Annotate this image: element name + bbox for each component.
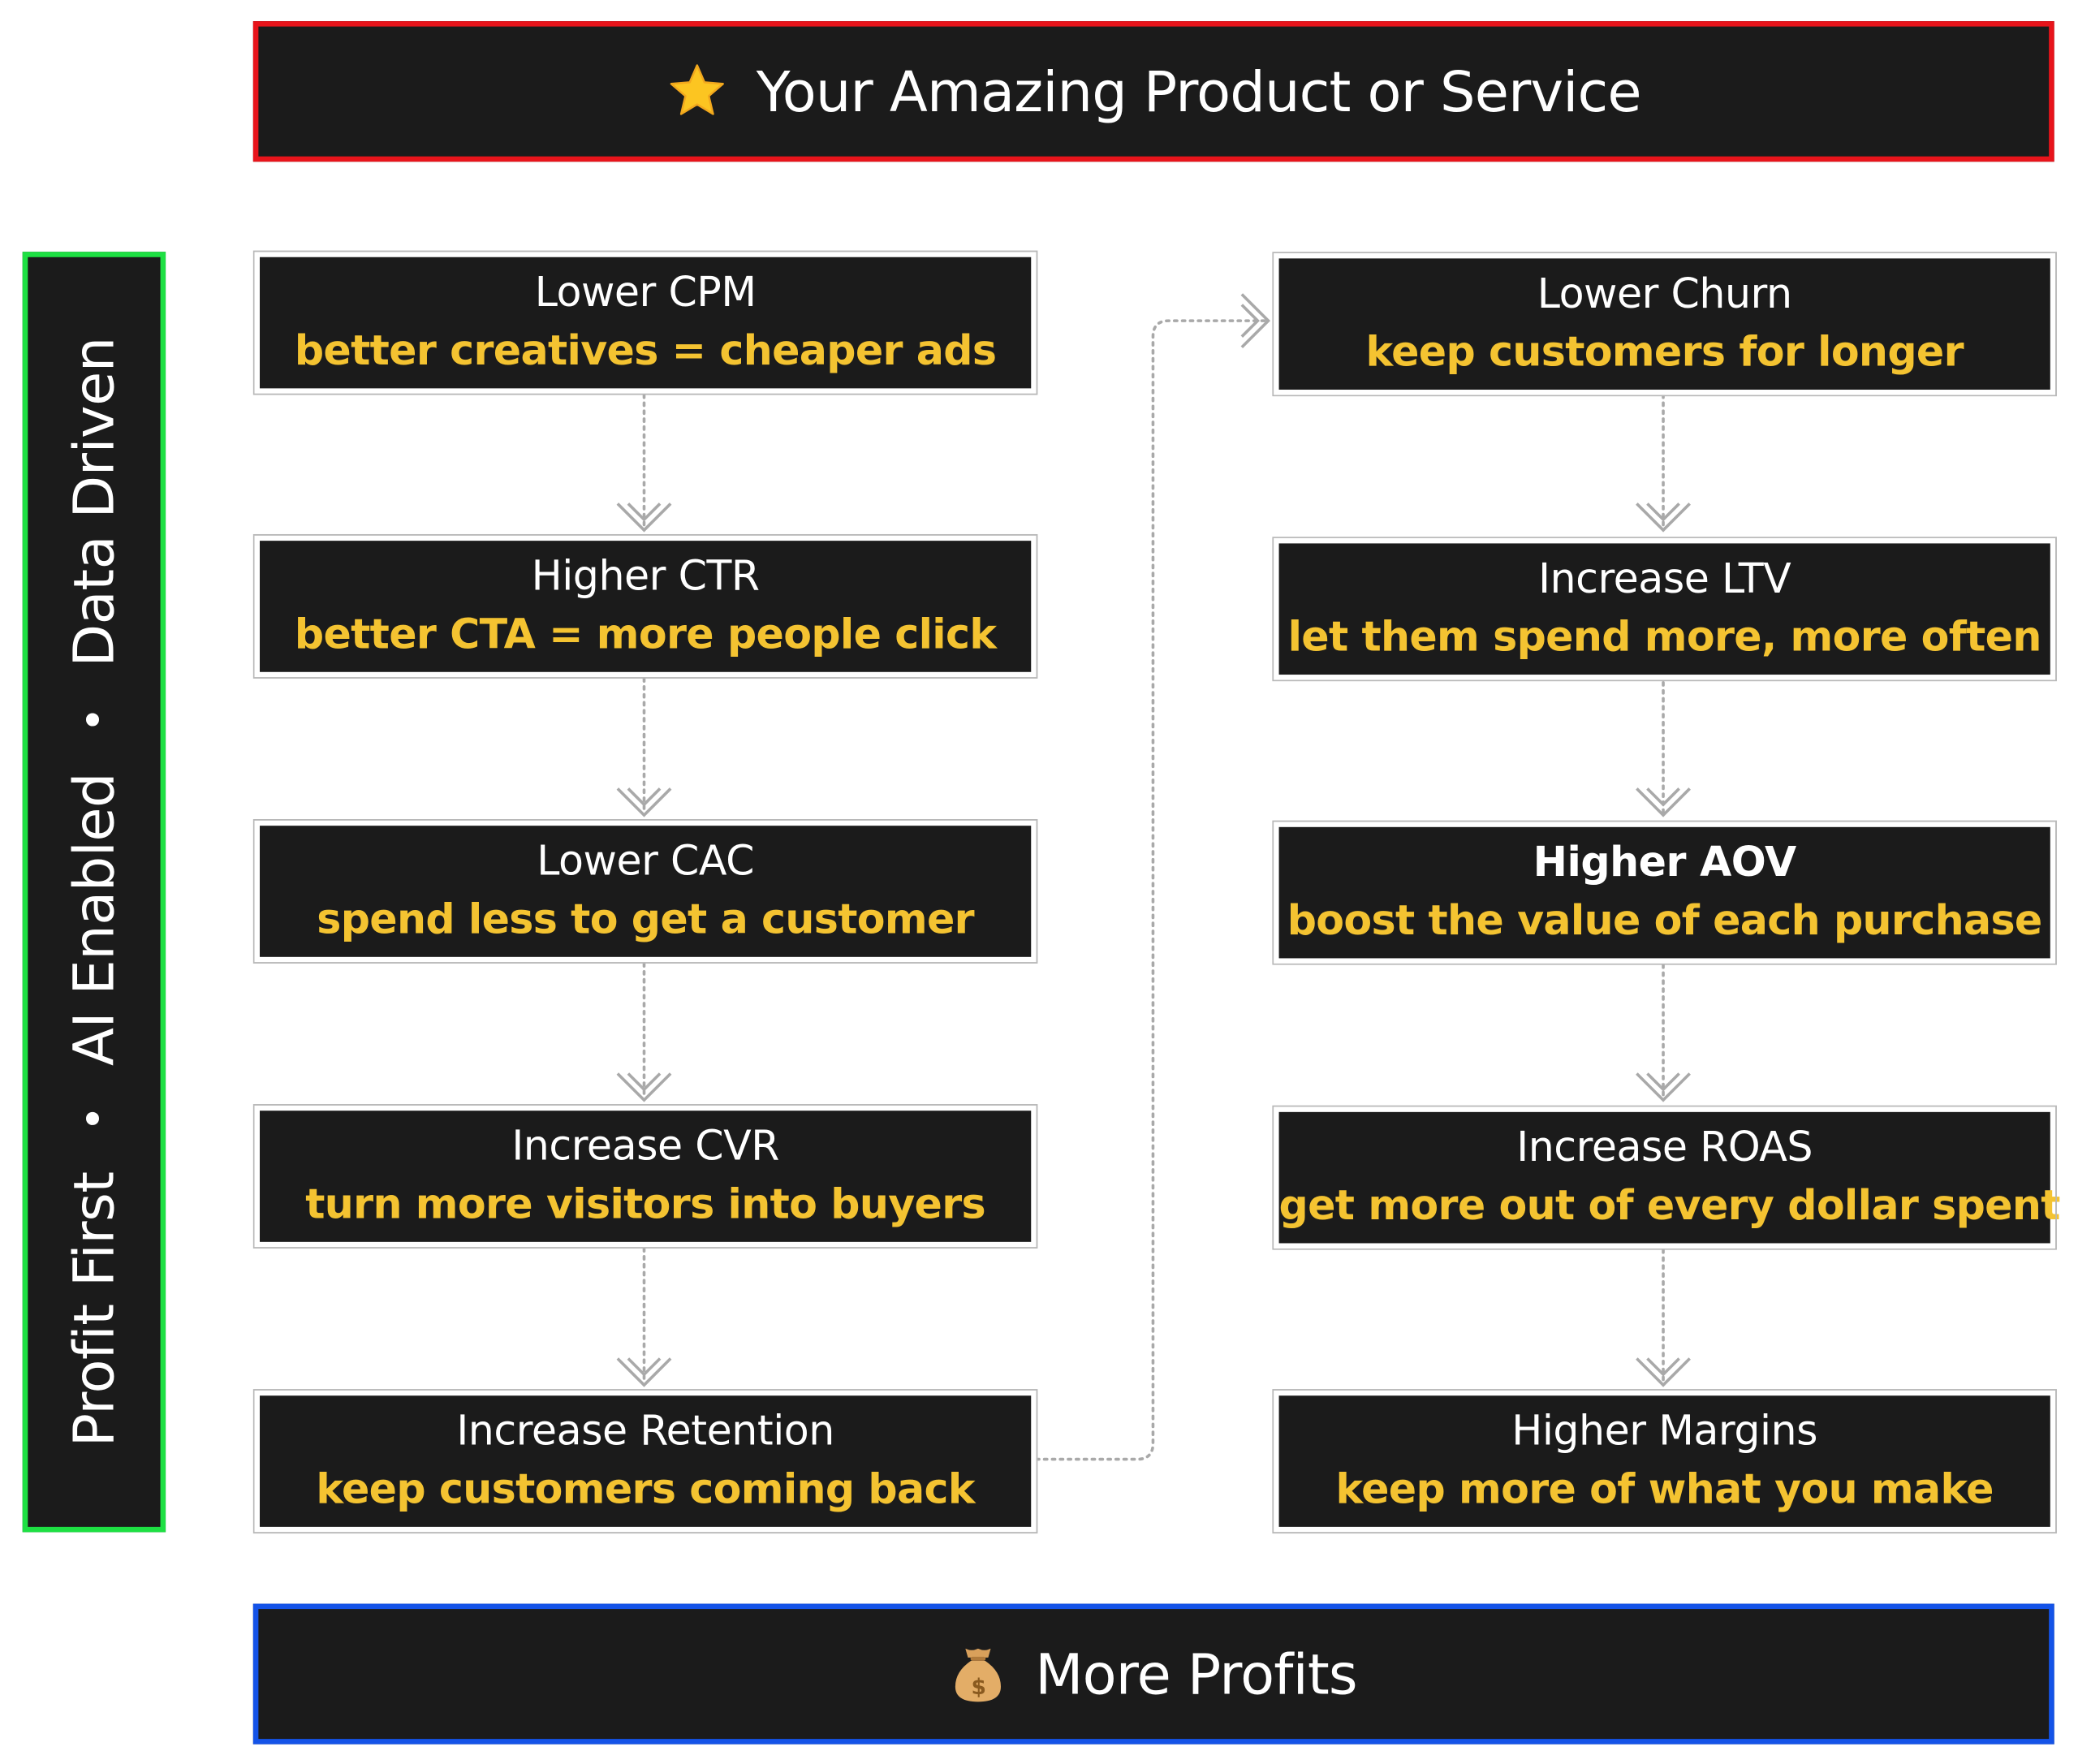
arrowhead-right-3 [1636, 1072, 1691, 1102]
metric-subtitle: better CTA = more people click [294, 610, 997, 659]
metric-title: Increase CVR [511, 1122, 779, 1171]
metric-title: Higher CTR [531, 552, 760, 601]
metric-title: Lower Churn [1537, 270, 1792, 318]
metric-subtitle: keep customers for longer [1365, 328, 1964, 377]
metric-card-lower-cpm: Lower CPM better creatives = cheaper ads [252, 250, 1038, 395]
metric-card-lower-cac: Lower CAC spend less to get a customer [252, 819, 1038, 964]
metric-subtitle: boost the value of each purchase [1287, 897, 2043, 946]
principle-data-driven: Data Driven [61, 337, 127, 667]
principle-ai-enabled: AI Enabled [61, 772, 127, 1067]
metric-title: Increase LTV [1538, 555, 1791, 603]
metric-subtitle: turn more visitors into buyers [305, 1180, 986, 1229]
principle-separator: • [67, 1106, 121, 1132]
principle-profit-first: Profit First [61, 1171, 127, 1447]
metric-title: Lower CPM [534, 269, 757, 317]
product-banner: Your Amazing Product or Service [252, 21, 2054, 162]
metric-title: Increase ROAS [1516, 1124, 1813, 1172]
metric-card-increase-roas: Increase ROAS get more out of every doll… [1272, 1105, 2061, 1250]
metric-title: Higher AOV [1533, 839, 1797, 887]
principles-banner: Profit First • AI Enabled • Data Driven [22, 252, 166, 1533]
arrowhead-right-2 [1636, 787, 1691, 817]
metric-subtitle: keep customers coming back [316, 1465, 975, 1514]
metric-card-increase-cvr: Increase CVR turn more visitors into buy… [252, 1104, 1038, 1249]
metric-card-increase-ltv: Increase LTV let them spend more, more o… [1272, 537, 2057, 682]
product-banner-title: Your Amazing Product or Service [756, 58, 1642, 124]
arrowhead-cross-column [1240, 293, 1271, 349]
metric-subtitle: better creatives = cheaper ads [294, 327, 997, 376]
metric-title: Lower CAC [537, 837, 754, 886]
metric-card-higher-ctr: Higher CTR better CTA = more people clic… [252, 533, 1038, 679]
arrowhead-right-1 [1636, 502, 1691, 533]
profits-banner: $ More Profits [252, 1603, 2054, 1745]
principle-separator: • [67, 706, 121, 733]
metric-title: Higher Margins [1511, 1407, 1818, 1456]
arrowhead-left-4 [616, 1357, 672, 1387]
connector-cross-column [1034, 319, 1268, 1461]
money-bag-icon: $ [951, 1644, 1007, 1705]
metric-subtitle: keep more of what you make [1335, 1465, 1994, 1514]
metric-subtitle: spend less to get a customer [317, 895, 974, 944]
arrowhead-left-3 [616, 1072, 672, 1102]
metric-card-higher-aov: Higher AOV boost the value of each purch… [1272, 820, 2057, 965]
svg-text:$: $ [972, 1675, 985, 1700]
metric-title: Increase Retention [456, 1407, 834, 1456]
metric-subtitle: get more out of every dollar spent [1278, 1182, 2061, 1231]
metric-subtitle: let them spend more, more often [1287, 613, 2042, 662]
arrowhead-left-1 [616, 502, 672, 533]
profits-banner-title: More Profits [1035, 1641, 1357, 1707]
metric-card-increase-retention: Increase Retention keep customers coming… [252, 1389, 1038, 1534]
arrowhead-left-2 [616, 787, 672, 817]
arrowhead-right-4 [1636, 1357, 1691, 1387]
metric-card-lower-churn: Lower Churn keep customers for longer [1272, 252, 2057, 397]
star-icon [666, 63, 727, 121]
metric-card-higher-margins: Higher Margins keep more of what you mak… [1272, 1389, 2057, 1534]
